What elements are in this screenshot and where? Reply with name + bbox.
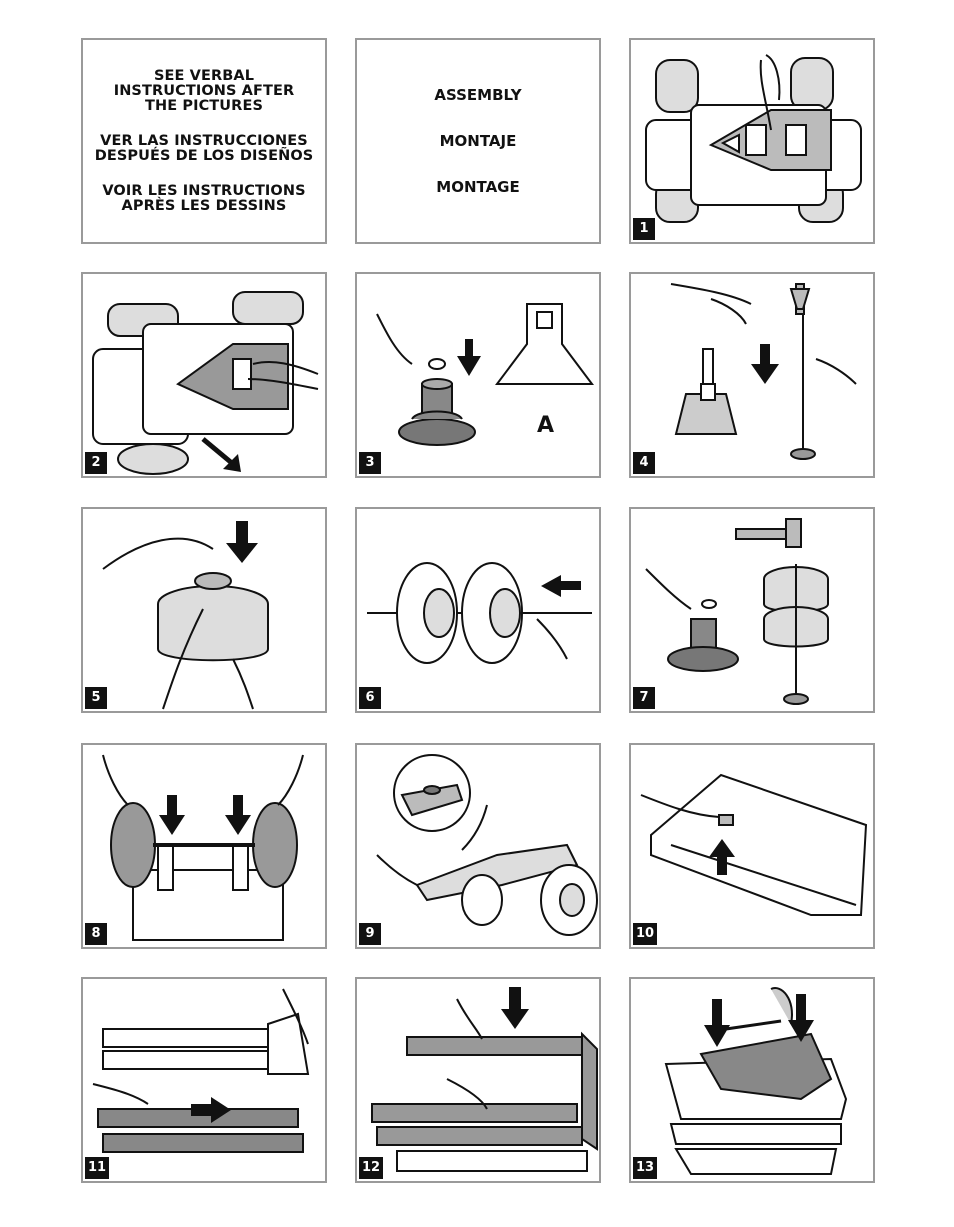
step-number: 11 xyxy=(85,1157,110,1179)
step-13-panel: 13 xyxy=(629,977,875,1183)
wheels-on-axle-illustration xyxy=(367,562,592,664)
step-12-panel: 12 xyxy=(355,977,601,1183)
press-cap-on-wheel-illustration xyxy=(102,521,269,710)
step-3-panel: A 3 xyxy=(355,272,601,478)
fasten-bracket-detail-illustration xyxy=(376,754,598,936)
intro-instructions-panel: SEE VERBAL INSTRUCTIONS AFTER THE PICTUR… xyxy=(81,38,327,244)
step-1-panel: 1 xyxy=(629,38,875,244)
step-number: 8 xyxy=(85,923,107,945)
title-english: ASSEMBLY xyxy=(434,86,522,104)
step-number: 7 xyxy=(633,687,655,709)
step-4-panel: 4 xyxy=(629,272,875,478)
axle-assembly-into-frame-illustration xyxy=(102,754,304,941)
step-number: 4 xyxy=(633,452,655,474)
vehicle-underside-illustration xyxy=(645,54,862,223)
insert-clip-into-panel-illustration xyxy=(640,773,868,916)
step-8-panel: 8 xyxy=(81,743,327,949)
hammer-cap-on-wheels-illustration xyxy=(645,518,829,705)
step-number: 2 xyxy=(85,452,107,474)
step-11-panel: 11 xyxy=(81,977,327,1183)
step-number: 13 xyxy=(633,1157,658,1179)
step-7-panel: 7 xyxy=(629,507,875,713)
step-5-panel: 5 xyxy=(81,507,327,713)
attach-bracket-illustration xyxy=(92,291,319,475)
title-french: MONTAGE xyxy=(436,178,520,196)
spanish-note: VER LAS INSTRUCCIONES DESPUÉS DE LOS DIS… xyxy=(94,132,314,164)
hubcap-cap-illustration: A xyxy=(376,303,594,446)
english-note: SEE VERBAL INSTRUCTIONS AFTER THE PICTUR… xyxy=(113,67,295,114)
assembly-title-panel: ASSEMBLY MONTAJE MONTAGE xyxy=(355,38,601,244)
part-a-label: A xyxy=(537,413,554,438)
hammer-cap-onto-axle-illustration xyxy=(670,283,857,460)
step-number: 1 xyxy=(633,218,655,240)
step-number: 10 xyxy=(633,923,658,945)
mount-axle-bracket-on-frame-illustration xyxy=(664,987,848,1175)
step-2-panel: 2 xyxy=(81,272,327,478)
step-number: 6 xyxy=(359,687,381,709)
title-spanish: MONTAJE xyxy=(439,132,517,150)
french-note: VOIR LES INSTRUCTIONS APRÈS LES DESSINS xyxy=(102,182,306,214)
slide-rails-together-illustration xyxy=(92,988,310,1153)
step-number: 9 xyxy=(359,923,381,945)
step-9-panel: 9 xyxy=(355,743,601,949)
step-number: 12 xyxy=(359,1157,384,1179)
stack-rails-into-frame-illustration xyxy=(371,987,598,1172)
step-10-panel: 10 xyxy=(629,743,875,949)
step-6-panel: 6 xyxy=(355,507,601,713)
step-number: 5 xyxy=(85,687,107,709)
step-number: 3 xyxy=(359,452,381,474)
